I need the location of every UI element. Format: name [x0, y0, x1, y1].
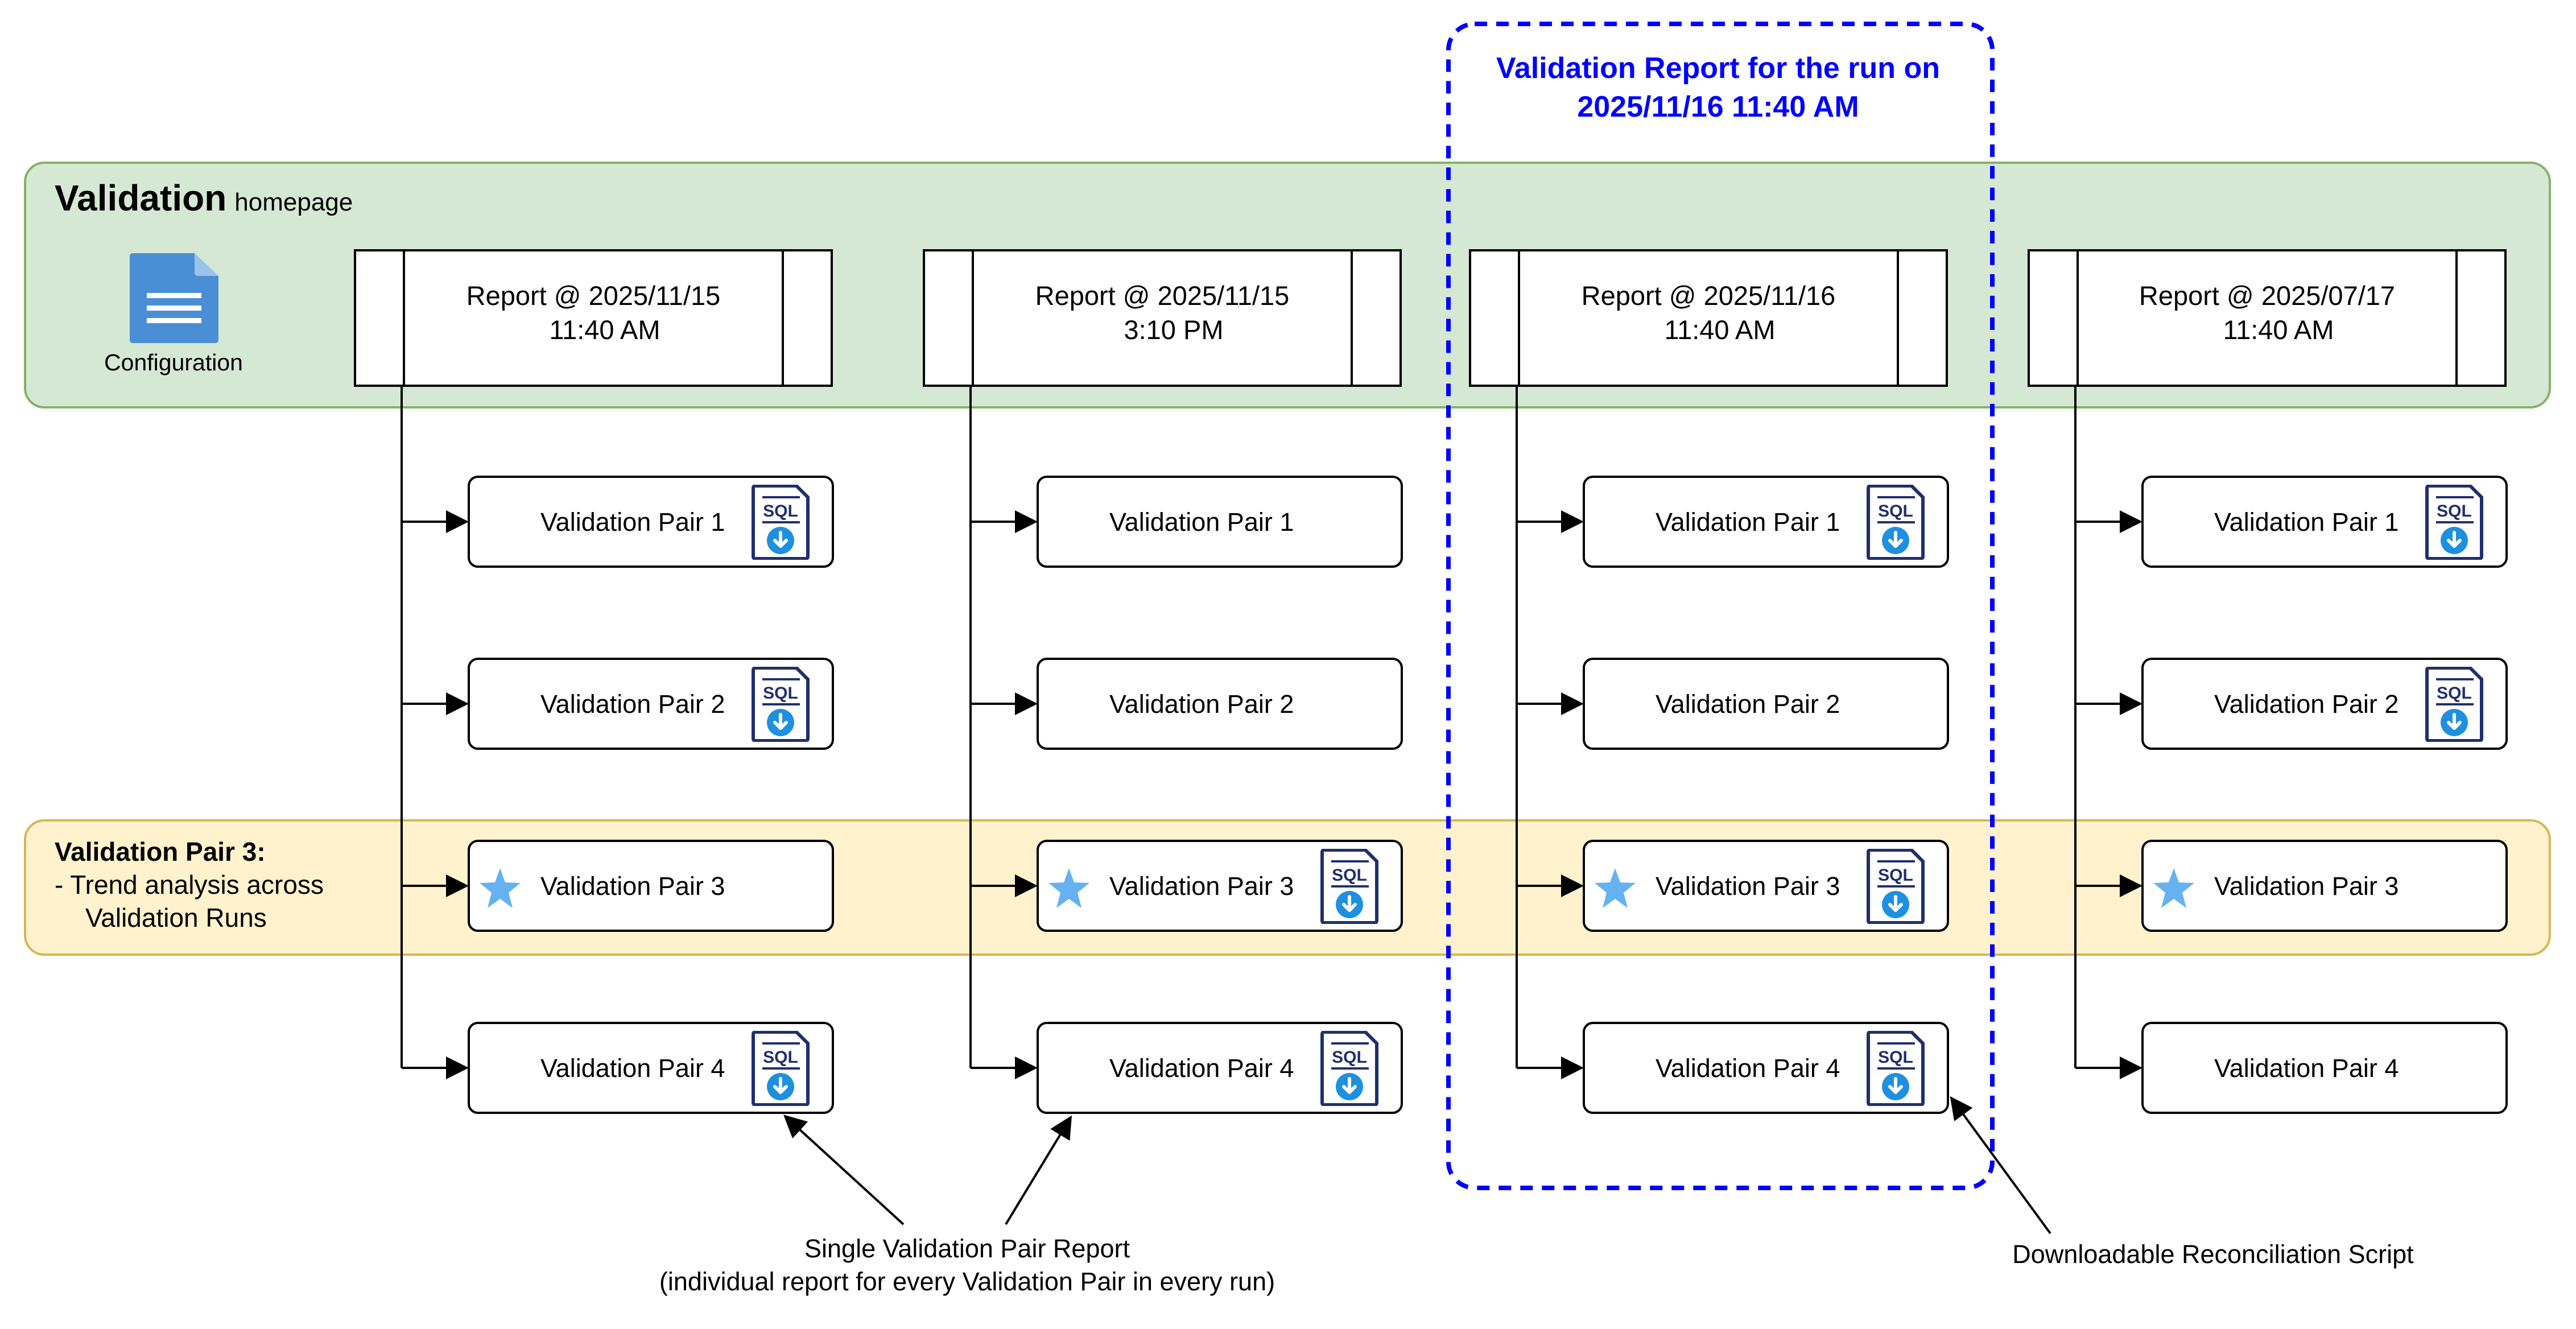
validation-pair-box[interactable]: Validation Pair 3	[2141, 840, 2508, 932]
pair3-note: Validation Pair 3: - Trend analysis acro…	[55, 835, 324, 934]
pair3-note-title: Validation Pair 3:	[55, 837, 266, 866]
selected-run-title-line1: Validation Report for the run on	[1496, 52, 1940, 85]
validation-pair-label: Validation Pair 4	[540, 1054, 725, 1083]
report-box[interactable]: Report @ 2025/11/15 11:40 AM	[354, 249, 833, 387]
sql-download-icon[interactable]: SQL	[751, 666, 810, 742]
sql-download-icon[interactable]: SQL	[1866, 484, 1925, 560]
validation-pair-label: Validation Pair 1	[1656, 507, 1840, 536]
validation-pair-label: Validation Pair 1	[1109, 507, 1294, 536]
star-icon	[1593, 866, 1637, 910]
sql-download-icon[interactable]: SQL	[1320, 848, 1379, 924]
validation-pair-label: Validation Pair 1	[540, 507, 725, 536]
validation-pair-box[interactable]: Validation Pair 3 SQL	[1037, 840, 1403, 932]
validation-pair-label: Validation Pair 3	[2214, 872, 2399, 901]
report-box[interactable]: Report @ 2025/11/15 3:10 PM	[923, 249, 1402, 387]
validation-pair-box[interactable]: Validation Pair 3 SQL	[1583, 840, 1949, 932]
downloadable-script-note: Downloadable Reconciliation Script	[2012, 1240, 2414, 1269]
annotation-arrow	[1005, 1115, 1072, 1225]
note-line: Single Validation Pair Report	[804, 1234, 1130, 1263]
sql-download-icon[interactable]: SQL	[1320, 1030, 1379, 1107]
report-box[interactable]: Report @ 2025/11/16 11:40 AM	[1469, 249, 1948, 387]
validation-pair-box[interactable]: Validation Pair 1 SQL	[468, 476, 834, 568]
selected-run-title: Validation Report for the run on 2025/11…	[1445, 49, 1991, 126]
validation-pair-box[interactable]: Validation Pair 2 SQL	[468, 658, 834, 750]
validation-pair-label: Validation Pair 2	[1656, 690, 1840, 719]
svg-text:SQL: SQL	[1332, 1048, 1367, 1067]
annotation-arrow	[783, 1115, 905, 1225]
svg-text:SQL: SQL	[2437, 502, 2472, 521]
pair3-note-line: - Trend analysis across	[55, 870, 324, 899]
validation-pair-box[interactable]: Validation Pair 1 SQL	[1583, 476, 1949, 568]
validation-pair-box[interactable]: Validation Pair 4 SQL	[1037, 1022, 1403, 1114]
star-icon	[478, 866, 522, 910]
report-date: Report @ 2025/11/16	[1581, 280, 1836, 311]
report-time: 11:40 AM	[2223, 315, 2334, 345]
svg-text:SQL: SQL	[1878, 866, 1913, 885]
selected-run-frame	[1446, 22, 1995, 1190]
validation-pair-label: Validation Pair 3	[1656, 872, 1840, 901]
star-icon	[1047, 866, 1091, 910]
homepage-title-main: Validation	[55, 178, 227, 218]
report-date: Report @ 2025/11/15	[466, 280, 721, 311]
validation-pair-label: Validation Pair 3	[1109, 872, 1294, 901]
sql-download-icon[interactable]: SQL	[2425, 484, 2484, 560]
validation-pair-label: Validation Pair 4	[2214, 1054, 2399, 1083]
report-date: Report @ 2025/07/17	[2139, 280, 2396, 311]
report-time: 11:40 AM	[1664, 315, 1776, 345]
validation-pair-label: Validation Pair 3	[540, 872, 725, 901]
report-date: Report @ 2025/11/15	[1035, 280, 1290, 311]
homepage-title-sub: homepage	[234, 188, 353, 216]
validation-pair-label: Validation Pair 2	[2214, 690, 2399, 719]
validation-pair-box[interactable]: Validation Pair 4 SQL	[1583, 1022, 1949, 1114]
sql-download-icon[interactable]: SQL	[751, 484, 810, 560]
sql-download-icon[interactable]: SQL	[1866, 1030, 1925, 1107]
svg-text:SQL: SQL	[763, 684, 798, 703]
svg-text:SQL: SQL	[763, 1048, 798, 1067]
report-box[interactable]: Report @ 2025/07/17 11:40 AM	[2028, 249, 2507, 387]
configuration-label: Configuration	[104, 349, 243, 375]
validation-pair-box[interactable]: Validation Pair 1 SQL	[2141, 476, 2508, 568]
validation-pair-label: Validation Pair 4	[1109, 1054, 1294, 1083]
validation-pair-box[interactable]: Validation Pair 2	[1583, 658, 1949, 750]
svg-text:SQL: SQL	[1878, 502, 1913, 521]
document-icon[interactable]	[127, 253, 221, 343]
sql-download-icon[interactable]: SQL	[1866, 848, 1925, 924]
validation-pair-label: Validation Pair 2	[540, 690, 725, 719]
sql-download-icon[interactable]: SQL	[751, 1030, 810, 1107]
sql-download-icon[interactable]: SQL	[2425, 666, 2484, 742]
validation-pair-box[interactable]: Validation Pair 1	[1037, 476, 1403, 568]
validation-pair-box[interactable]: Validation Pair 2	[1037, 658, 1403, 750]
star-icon	[2152, 866, 2196, 910]
selected-run-title-line2: 2025/11/16 11:40 AM	[1577, 90, 1859, 123]
note-line: (individual report for every Validation …	[659, 1267, 1275, 1296]
single-pair-report-note: Single Validation Pair Report (individua…	[558, 1232, 1377, 1298]
report-time: 11:40 AM	[549, 315, 660, 345]
report-time: 3:10 PM	[1124, 315, 1224, 345]
svg-text:SQL: SQL	[763, 502, 798, 521]
validation-pair-label: Validation Pair 4	[1656, 1054, 1840, 1083]
validation-pair-box[interactable]: Validation Pair 4 SQL	[468, 1022, 834, 1114]
validation-pair-box[interactable]: Validation Pair 2 SQL	[2141, 658, 2508, 750]
validation-pair-box[interactable]: Validation Pair 4	[2141, 1022, 2508, 1114]
validation-pair-label: Validation Pair 2	[1109, 690, 1294, 719]
validation-pair-box[interactable]: Validation Pair 3	[468, 840, 834, 932]
svg-text:SQL: SQL	[2437, 684, 2472, 703]
svg-text:SQL: SQL	[1332, 866, 1367, 885]
annotation-arrow	[1950, 1096, 2051, 1235]
svg-text:SQL: SQL	[1878, 1048, 1913, 1067]
validation-pair-label: Validation Pair 1	[2214, 507, 2399, 536]
pair3-note-line: Validation Runs	[85, 903, 267, 932]
